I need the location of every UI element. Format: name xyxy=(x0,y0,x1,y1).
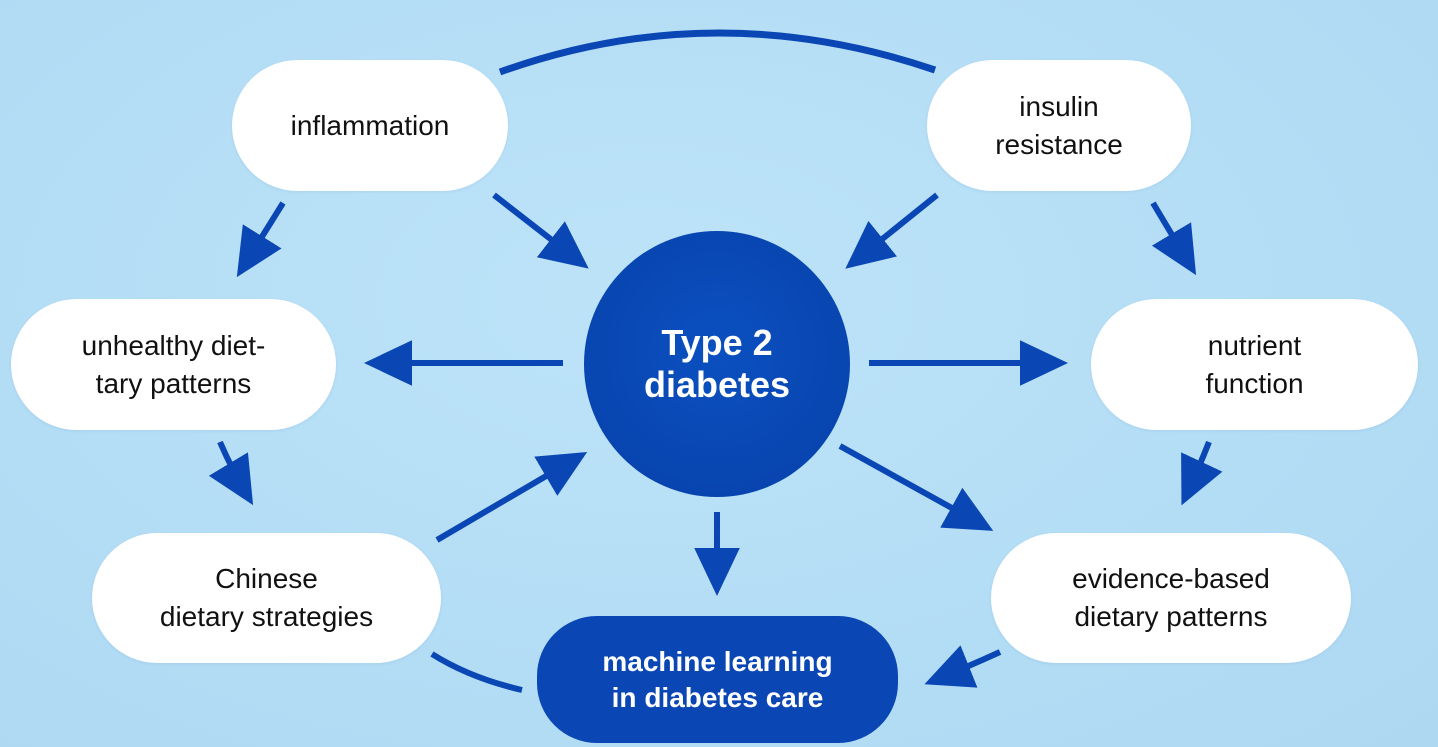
node-type-2-diabetes: Type 2 diabetes xyxy=(584,231,850,497)
node-evidence-based-dietary-patterns: evidence-based dietary patterns xyxy=(991,533,1351,663)
node-machine-learning-label: machine learning in diabetes care xyxy=(602,645,833,713)
node-unhealthy-dietary-patterns: unhealthy diet- tary patterns xyxy=(11,299,336,430)
node-machine-learning: machine learning in diabetes care xyxy=(537,616,898,743)
node-nutrient-function: nutrient function xyxy=(1091,299,1418,430)
edge-chinese-to-center xyxy=(435,451,588,543)
edge-chinese-to-machine-learning xyxy=(430,651,523,693)
node-insulin-resistance-label: insulin resistance xyxy=(995,90,1123,160)
node-chinese-dietary-strategies: Chinese dietary strategies xyxy=(92,533,441,663)
node-inflammation-label: inflammation xyxy=(290,109,450,141)
edge-nutrient-to-evidence xyxy=(1181,440,1223,506)
edge-inflammation-to-insulin-resistance xyxy=(498,29,937,76)
node-insulin-resistance: insulin resistance xyxy=(927,60,1191,191)
edge-insulin-resistance-to-nutrient-function xyxy=(1150,201,1197,276)
edge-inflammation-to-center xyxy=(492,192,589,269)
edge-center-to-evidence xyxy=(838,443,994,531)
node-inflammation: inflammation xyxy=(232,60,508,191)
edge-evidence-to-machine-learning xyxy=(924,645,1002,688)
edge-unhealthy-to-chinese xyxy=(208,440,254,506)
node-evidence-based-dietary-patterns-label: evidence-based dietary patterns xyxy=(1072,563,1270,632)
node-nutrient-function-label: nutrient function xyxy=(1205,329,1304,399)
node-unhealthy-dietary-patterns-label: unhealthy diet- tary patterns xyxy=(81,329,266,399)
node-type-2-diabetes-label: Type 2 diabetes xyxy=(643,322,791,405)
node-chinese-dietary-strategies-label: Chinese dietary strategies xyxy=(159,563,374,632)
edge-inflammation-to-unhealthy-patterns xyxy=(236,201,286,278)
edge-insulin-resistance-to-center xyxy=(845,192,939,269)
